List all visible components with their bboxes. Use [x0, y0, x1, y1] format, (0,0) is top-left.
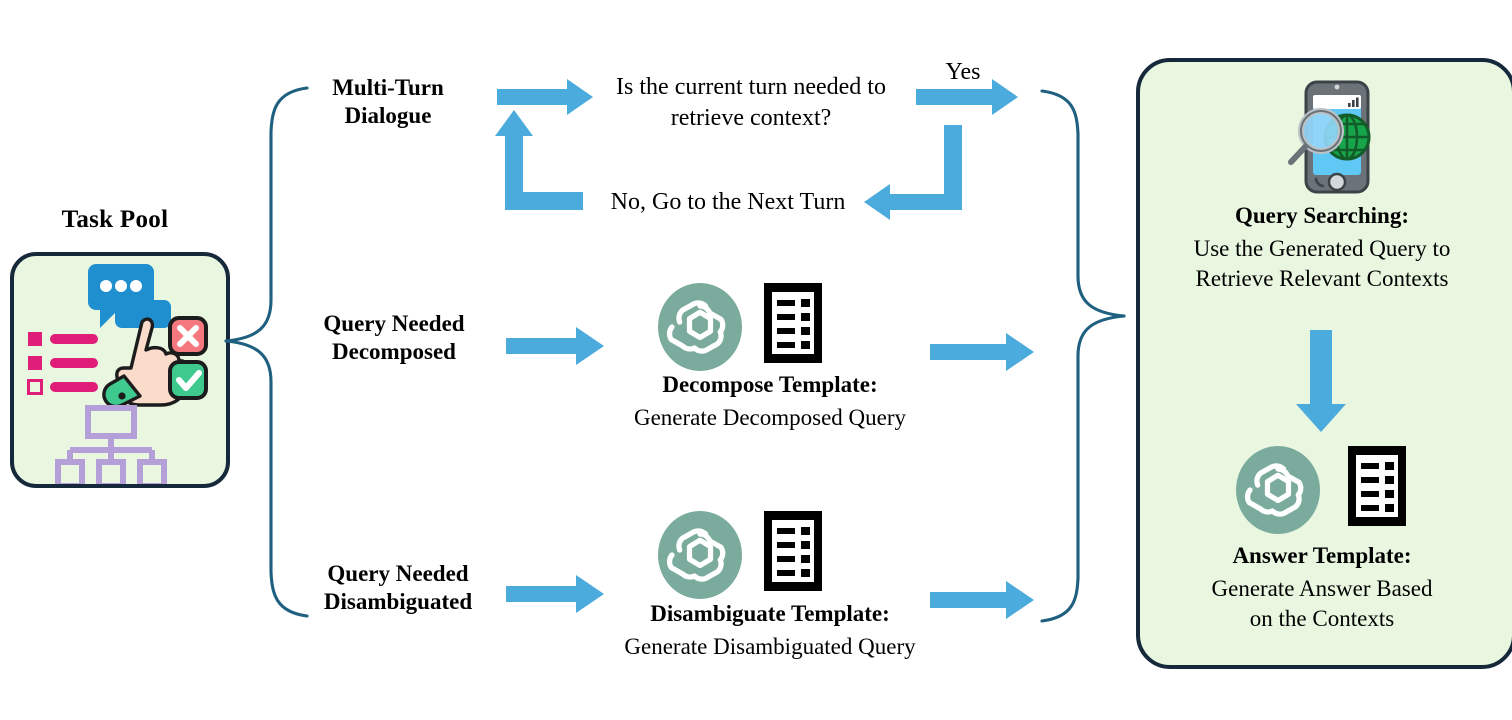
openai-swirl	[666, 528, 726, 582]
arrow-decompose-to-brace	[930, 333, 1034, 371]
branch-label-disambiguate: Query Needed Disambiguated	[296, 560, 500, 615]
hierarchy-tree-icon	[55, 405, 167, 489]
no-branch-label: No, Go to the Next Turn	[610, 189, 846, 215]
branch-line-2: Dialogue	[344, 102, 432, 128]
disambiguate-template-title: Disambiguate Template:	[650, 601, 890, 626]
checklist-icon	[27, 332, 98, 395]
document-list-icon	[764, 283, 822, 363]
ans-sub-line-1: Generate Answer Based	[1211, 576, 1433, 601]
phone-search-globe-icon	[1272, 78, 1376, 196]
answer-template-title: Answer Template:	[1232, 543, 1412, 568]
approve-badge-icon	[168, 360, 208, 400]
branch-line-1: Query Needed	[323, 311, 465, 336]
query-searching-subtitle: Use the Generated Query to Retrieve Rele…	[1146, 234, 1498, 294]
qs-sub-line-2: Retrieve Relevant Contexts	[1195, 265, 1449, 291]
document-list-icon	[1348, 446, 1406, 526]
openai-logo-icon	[658, 511, 742, 599]
yes-branch-label: Yes	[945, 59, 981, 85]
document-rows	[772, 292, 814, 354]
query-searching-title: Query Searching:	[1235, 203, 1409, 228]
disambiguate-template-subtitle: Generate Disambiguated Query	[624, 634, 916, 659]
answer-template-subtitle: Generate Answer Based on the Contexts	[1150, 574, 1494, 634]
branch-line-1: Multi-Turn	[332, 75, 444, 100]
openai-swirl	[1244, 463, 1304, 517]
ans-sub-line-2: on the Contexts	[1249, 605, 1395, 631]
arrow-no-loop-right	[864, 125, 962, 220]
arrow-multiturn-to-question	[497, 79, 593, 115]
arrow-no-loop-left	[495, 110, 583, 210]
branch-line-2: Disambiguated	[323, 588, 473, 614]
decision-question-text: Is the current turn needed to retrieve c…	[616, 74, 886, 131]
decompose-template-title: Decompose Template:	[662, 372, 878, 397]
arrow-to-decompose-template	[506, 327, 604, 365]
decompose-template-subtitle: Generate Decomposed Query	[633, 405, 907, 430]
openai-logo-icon	[1236, 446, 1320, 534]
phone-search-globe-graphic	[1288, 80, 1371, 194]
qs-sub-line-1: Use the Generated Query to	[1193, 236, 1451, 261]
right-brace	[1040, 89, 1126, 623]
openai-logo-icon	[658, 283, 742, 371]
reject-badge-icon	[168, 316, 208, 356]
branch-line-2: Decomposed	[332, 338, 456, 364]
left-brace	[224, 86, 309, 618]
chat-bubble-icon	[88, 264, 171, 340]
magnifier-glyph	[1288, 108, 1344, 165]
branch-line-1: Query Needed	[327, 561, 469, 586]
task-pool-title: Task Pool	[61, 206, 169, 233]
document-list-icon	[764, 511, 822, 591]
task-pool-illustration	[27, 264, 208, 489]
task-pool-card	[10, 252, 230, 489]
document-rows	[1356, 455, 1398, 517]
document-rows	[772, 520, 814, 582]
branch-label-multi-turn: Multi-Turn Dialogue	[296, 74, 480, 129]
openai-swirl	[666, 300, 726, 354]
branch-label-decompose: Query Needed Decomposed	[296, 310, 492, 365]
